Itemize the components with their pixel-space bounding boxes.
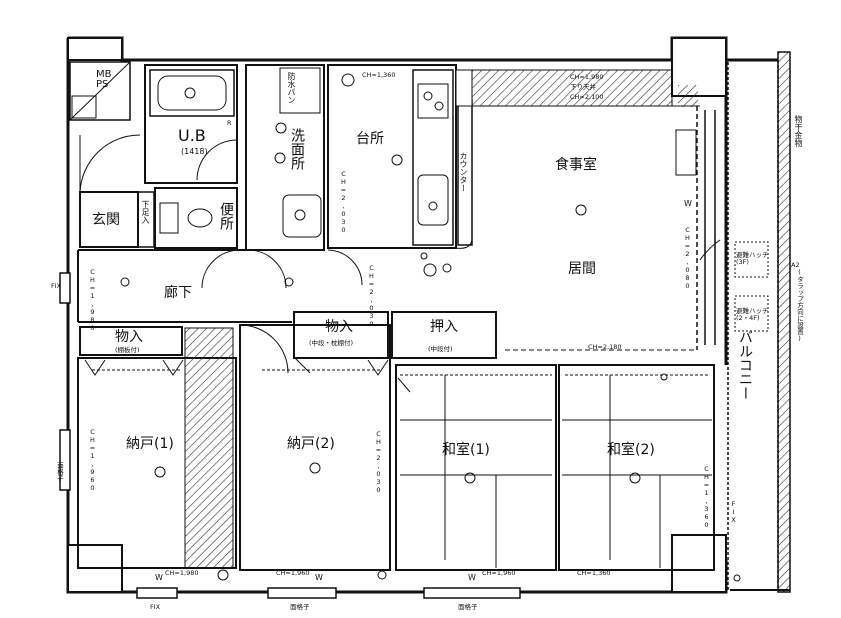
ch-wa2-bottom: CH=1,360	[577, 569, 611, 577]
nando1-label: 納戸(1)	[126, 436, 174, 452]
closet-label: 押入	[430, 319, 458, 335]
toilet-room	[154, 187, 238, 249]
balcony-label: バルコニー	[737, 330, 753, 400]
w-mark-3: W	[468, 573, 476, 582]
entrance-label: 玄関	[92, 212, 120, 228]
ch-dining-top: CH=1,980	[570, 73, 604, 81]
ub-label: U.B	[178, 126, 206, 145]
window-railing-label: 面格子	[55, 462, 64, 482]
counter-label: カウンター	[459, 152, 468, 192]
balcony-area	[727, 51, 791, 593]
ch-dining-beam-h: CH=2,100	[570, 93, 604, 101]
nando2-label: 納戸(2)	[287, 436, 335, 452]
ch-living-side: CH=2,080	[683, 226, 692, 290]
hatch-note-label: (タラップ方向に設置)	[795, 268, 804, 343]
w-mark-4: W	[684, 199, 692, 208]
washitsu1-label: 和室(1)	[442, 442, 490, 458]
shoe-shelf-label: 下足入	[141, 200, 150, 224]
dining-beam	[471, 69, 673, 107]
toilet-label: 便所	[218, 202, 234, 230]
ch-entrance-side: CH=1,980	[88, 268, 97, 332]
storage1-note: (棚板付)	[115, 346, 140, 354]
ch-wa2-side: CH=1,360	[702, 465, 711, 529]
mb-ps-label: MB PS	[96, 69, 112, 90]
bottom-fix-label: FIX	[150, 603, 161, 611]
corridor-label: 廊下	[164, 285, 192, 301]
kitchen	[327, 64, 457, 249]
fix-mark-right: FIX	[729, 500, 738, 524]
nando-1	[77, 327, 237, 581]
ch-nando1-bottom: CH=1,980	[165, 569, 199, 577]
storage-2-box	[293, 311, 389, 359]
ch-washroom: CH=2,030	[339, 170, 348, 234]
a2-mark: A2	[791, 261, 800, 269]
hatch-lower-label: 避難ハッチ (2・4F)	[736, 307, 769, 322]
storage2-label: 物入	[325, 319, 353, 335]
living-dining	[420, 105, 721, 351]
washroom-label: 洗面所	[289, 128, 305, 170]
ch-dining-beam: 下り天井	[570, 83, 596, 91]
hatch-upper-label: 避難ハッチ (3F)	[736, 251, 769, 266]
bathroom	[144, 64, 238, 184]
kitchen-label: 台所	[356, 131, 384, 147]
column-top-left	[67, 37, 123, 61]
column-bottom-right	[671, 534, 727, 593]
fix-mark-left: FIX	[51, 282, 62, 290]
washitsu-2	[558, 364, 715, 571]
washroom	[245, 64, 325, 251]
r-mark: R	[227, 119, 232, 127]
bath-pan-label: 防水パン	[287, 72, 296, 104]
w-mark-2: W	[315, 573, 323, 582]
hardware-label: 物干金物	[794, 115, 803, 147]
outer-walls	[66, 36, 778, 594]
washitsu2-label: 和室(2)	[607, 442, 655, 458]
w-mark-1: W	[155, 573, 163, 582]
storage-1-box	[79, 326, 183, 356]
ch-wa1-bottom: CH=1,960	[482, 569, 516, 577]
mb-ps-box	[69, 61, 131, 121]
living-label: 居間	[568, 261, 596, 277]
ch-corridor-side: CH=2,030	[367, 264, 376, 328]
ch-nando1-side: CH=1,960	[88, 428, 97, 492]
washitsu-1	[395, 364, 557, 571]
ch-living-bottom: CH=2,180	[588, 343, 622, 351]
ub-size-label: (1418)	[181, 147, 208, 156]
ch-nando2-bottom: CH=1,960	[276, 569, 310, 577]
entrance	[79, 134, 155, 248]
corridor	[77, 249, 363, 323]
nando-2	[239, 324, 391, 580]
ch-nando2-side: CH=2,030	[374, 430, 383, 494]
dining-label: 食事室	[555, 157, 597, 173]
bottom-railing-label-1: 面格子	[290, 603, 310, 611]
storage1-label: 物入	[115, 329, 143, 345]
ch-kitchen-top: CH=1,360	[362, 71, 396, 79]
closet-note: (中段付)	[428, 345, 453, 353]
storage2-note: (中段・枕棚付)	[309, 339, 354, 347]
bottom-windows	[59, 272, 521, 599]
bottom-railing-label-2: 面格子	[458, 603, 478, 611]
closet-box	[391, 311, 497, 359]
